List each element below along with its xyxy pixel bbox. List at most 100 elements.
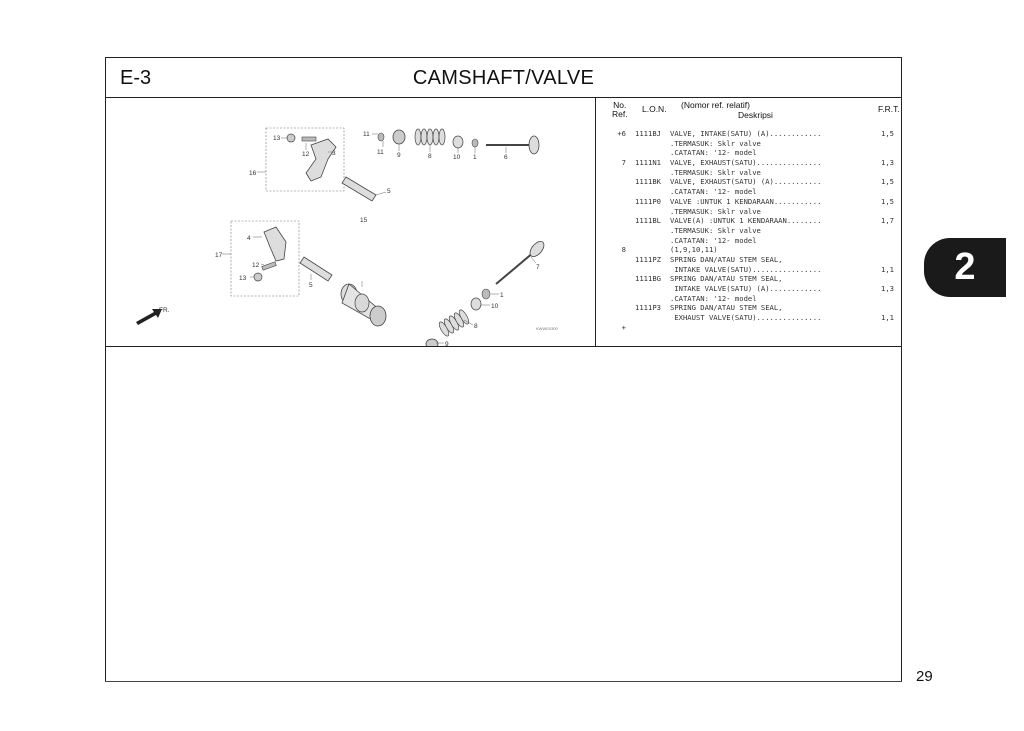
exhaust-valve-head (529, 240, 545, 258)
table-row: INTAKE VALVE(SATU) (A)............1,3 (596, 284, 901, 294)
exhaust-valve-stem (495, 251, 535, 285)
part-frt (862, 187, 894, 197)
part-description: .CATATAN: '12- model (670, 235, 757, 245)
part-lon (626, 265, 670, 275)
callout-11: 11 (363, 131, 370, 138)
part-lon: 1111BL (635, 216, 661, 226)
table-row: 7 1111N1 VALVE, EXHAUST(SATU).............… (596, 158, 901, 168)
part-lon: 1111P0 (635, 196, 661, 206)
part-frt (862, 139, 894, 149)
part-description: .CATATAN: '12- model (670, 187, 757, 197)
screw-12-lower (261, 261, 277, 271)
intake-valve-head (528, 135, 540, 155)
table-row: .TERMASUK: Sklr valve (596, 226, 901, 236)
callout-10: 10 (453, 154, 461, 161)
seat-10-upper (452, 135, 464, 149)
part-description (670, 323, 862, 333)
washer-13-lower (253, 272, 263, 282)
part-description: .TERMASUK: Sklr valve (670, 206, 761, 216)
part-lon (626, 207, 670, 217)
callout-10: 10 (491, 303, 499, 310)
figure-code: KWWE0300 (536, 326, 559, 331)
part-lon (626, 284, 670, 294)
callout-labels: 13 12 3 16 11 11 9 8 10 1 6 5 7 1 10 8 9… (215, 131, 540, 346)
table-row: 1111P0 VALVE :UNTUK 1 KENDARAAN..........… (596, 197, 901, 207)
part-description: (1,9,10,11) (670, 245, 718, 255)
callout-9: 9 (397, 152, 401, 159)
part-lon (626, 323, 670, 333)
part-frt (862, 274, 894, 284)
part-frt (862, 168, 894, 178)
part-lon (626, 168, 670, 178)
callout-3: 3 (332, 150, 336, 157)
part-ref (596, 187, 626, 197)
col-header-frt: F.R.T. (878, 104, 900, 114)
part-ref (596, 139, 626, 149)
part-lon (626, 139, 670, 149)
col-header-no-line1: No. (613, 100, 627, 110)
callout-8: 8 (474, 323, 478, 330)
part-frt (862, 226, 894, 236)
part-ref (596, 197, 626, 207)
table-row: .TERMASUK: Sklr valve (596, 207, 901, 217)
col-header-desc: Deskripsi (738, 110, 773, 120)
callout-1: 1 (500, 292, 504, 299)
part-frt: 1,1 (881, 264, 894, 274)
part-frt: 1,3 (881, 158, 894, 168)
valve-spring-upper (414, 128, 446, 146)
part-lon: 1111N1 (635, 158, 661, 168)
seat-10-lower (470, 297, 482, 311)
part-ref (596, 313, 626, 323)
callout-13: 13 (239, 275, 247, 282)
part-lon: 1111BG (635, 274, 661, 284)
part-ref (596, 177, 626, 187)
fr-label: FR. (159, 307, 170, 314)
part-description: INTAKE VALVE(SATU)................ (670, 264, 822, 274)
part-frt: 1,7 (881, 216, 894, 226)
page-header: E-3 CAMSHAFT/VALVE (106, 58, 901, 98)
part-frt: 1,5 (881, 196, 894, 206)
table-row: + (596, 323, 901, 333)
part-lon (626, 236, 670, 246)
valve-spring-lower (438, 309, 470, 337)
callout-8: 8 (428, 153, 432, 160)
stem-seal-1-lower (481, 288, 491, 300)
table-row: .CATATAN: '12- model (596, 236, 901, 246)
part-frt (862, 323, 894, 333)
callout-5: 5 (309, 282, 313, 289)
chapter-tab[interactable]: 2 (924, 238, 1006, 297)
col-header-no-line2: Ref. (612, 109, 628, 119)
part-frt: 1,5 (881, 129, 894, 138)
part-lon (626, 187, 670, 197)
part-lon (626, 226, 670, 236)
part-ref: + (621, 322, 626, 332)
part-frt (862, 207, 894, 217)
part-description: VALVE :UNTUK 1 KENDARAAN........... (670, 196, 822, 206)
callout-7: 7 (536, 264, 540, 271)
part-description: EXHAUST VALVE(SATU)............... (670, 313, 822, 323)
manual-page: E-3 CAMSHAFT/VALVE (105, 57, 902, 681)
parts-illustration: FR. KWWE0300 (136, 127, 559, 346)
front-direction-arrow (136, 309, 162, 325)
part-description: INTAKE VALVE(SATU) (A)............ (670, 284, 822, 293)
part-ref: 7 (621, 158, 626, 168)
part-ref: 8 (621, 245, 626, 255)
callout-11: 11 (377, 149, 384, 156)
parts-table: No. Ref. L.O.N. (Nomor ref. relatif) Des… (596, 97, 901, 346)
page-title: CAMSHAFT/VALVE (412, 67, 595, 89)
part-description: .CATATAN: '12- model (670, 148, 757, 158)
part-description: .TERMASUK: Sklr valve (670, 167, 761, 177)
callout-16: 16 (249, 170, 257, 177)
part-description: VALVE, INTAKE(SATU) (A)............ (670, 129, 822, 138)
part-description: VALVE, EXHAUST(SATU)............... (670, 158, 822, 168)
part-frt: 1,1 (881, 313, 894, 323)
callout-6: 6 (504, 154, 508, 161)
part-frt (862, 294, 894, 304)
table-row: .CATATAN: '12- model (596, 294, 901, 304)
part-frt (862, 303, 894, 313)
retainer-9-upper (392, 129, 406, 145)
cotter-11-upper (377, 132, 385, 142)
part-description: SPRING DAN/ATAU STEM SEAL, (670, 274, 783, 284)
